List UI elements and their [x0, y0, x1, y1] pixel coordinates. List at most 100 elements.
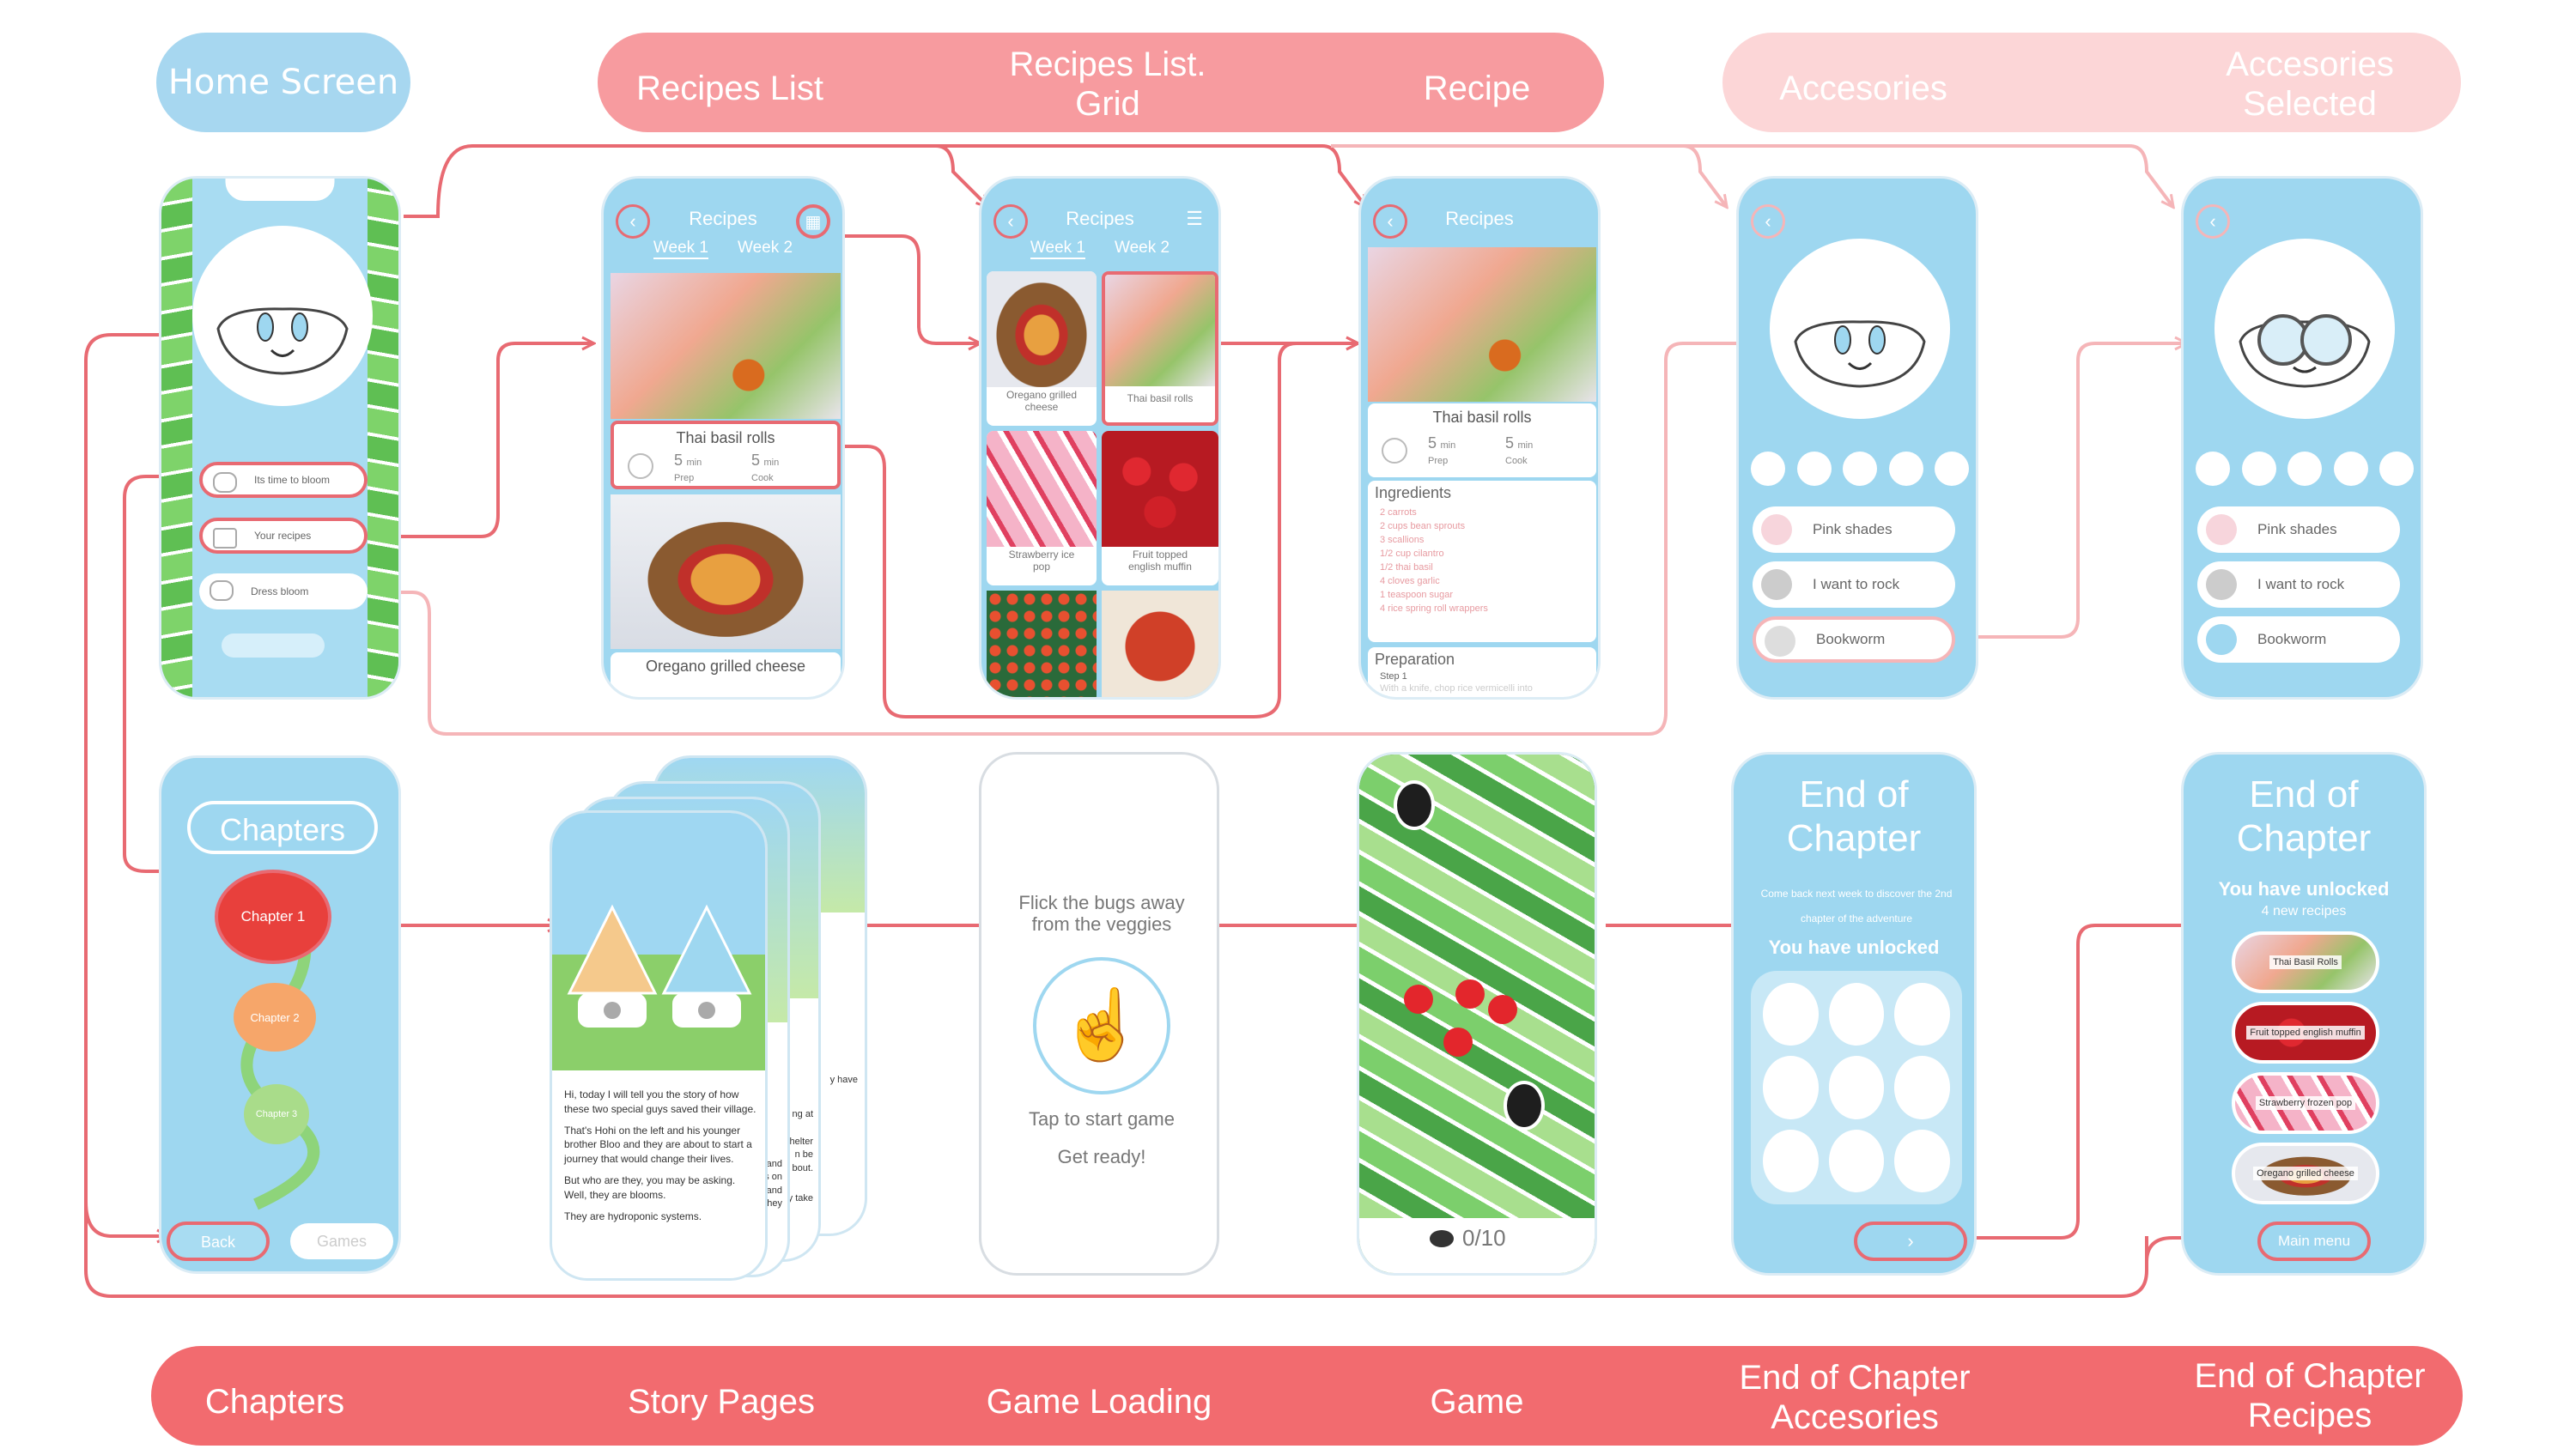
food-photo: [987, 271, 1097, 387]
back-button[interactable]: ‹: [1751, 204, 1785, 239]
step-label: Step 1: [1380, 671, 1407, 682]
food-photo-sandwich: [611, 494, 841, 649]
list-toggle-icon[interactable]: ☰: [1186, 208, 1203, 229]
rock-option[interactable]: I want to rock: [1753, 561, 1955, 608]
recipes-header: [598, 33, 1604, 132]
chapter-3-button[interactable]: Chapter 3: [244, 1084, 309, 1144]
tab-week1[interactable]: Week 1: [1030, 239, 1085, 259]
timer-icon: [1382, 438, 1407, 464]
pink-shades-option[interactable]: Pink shades: [1753, 506, 1955, 553]
option-label: Bookworm: [2257, 631, 2327, 647]
option-label: Bookworm: [1816, 631, 1886, 647]
recipes-title: Recipes: [1445, 208, 1514, 229]
glasses-icon[interactable]: [1751, 452, 1785, 486]
tab-week1[interactable]: Week 1: [653, 239, 708, 259]
recipe-name-2: Oregano grilled cheese: [645, 658, 806, 675]
bug-icon[interactable]: [1504, 1081, 1545, 1131]
vine-left: [161, 179, 192, 697]
bug-icon[interactable]: [1394, 780, 1435, 830]
cloud: [222, 634, 325, 658]
tomato-icon: [1404, 985, 1433, 1014]
games-button[interactable]: Games: [290, 1223, 393, 1259]
food-photo-salad: [1102, 591, 1218, 697]
story-fragment: y have: [829, 1075, 858, 1085]
unlocked-recipe-2[interactable]: Fruit topped english muffin: [2232, 1002, 2379, 1064]
story-paragraph: Hi, today I will tell you the story of h…: [564, 1088, 756, 1115]
chapters-phone: Chapters Chapter 1 Chapter 2 Chapter 3 B…: [159, 755, 401, 1274]
bloom-face-icon: [216, 307, 349, 375]
glasses-icon[interactable]: [2196, 452, 2230, 486]
footer-eoc-acc: End of Chapter Accesories: [1739, 1359, 1971, 1436]
cell-label: Strawberry ice pop: [1008, 549, 1075, 573]
rock-option[interactable]: I want to rock: [2197, 561, 2400, 608]
main-menu-button[interactable]: Main menu: [2257, 1222, 2371, 1261]
cook-unit: min: [1517, 440, 1534, 451]
ingredient: 1 teaspoon sugar: [1380, 589, 1454, 600]
preparation-card: Preparation Step 1 With a knife, chop ri…: [1368, 647, 1596, 697]
prep-unit: min: [1440, 440, 1456, 451]
cell-label: Oregano grilled cheese: [1005, 389, 1078, 413]
back-button[interactable]: ‹: [2196, 204, 2230, 239]
recipes-grid-label: Recipes List. Grid: [1009, 45, 1206, 123]
bow-icon[interactable]: [1888, 452, 1923, 486]
bow-icon[interactable]: [2333, 452, 2368, 486]
hat-icon[interactable]: [2241, 452, 2276, 486]
food-photo: [1105, 275, 1215, 386]
blooms-illustration-icon: [567, 904, 752, 1028]
recipes-grid-phone: ‹ Recipes ☰ Week 1 Week 2 Oregano grille…: [979, 176, 1221, 700]
unlocked-recipe-3[interactable]: Strawberry frozen pop: [2232, 1072, 2379, 1134]
grid-cell-cheese[interactable]: Oregano grilled cheese: [987, 271, 1097, 426]
grid-toggle-icon[interactable]: ▦: [796, 204, 830, 239]
option-label: I want to rock: [1813, 576, 1900, 592]
ingredient-list: 2 carrots 2 cups bean sprouts 3 scallion…: [1380, 506, 1488, 616]
notch: [225, 179, 335, 201]
back-button[interactable]: ‹: [616, 204, 650, 239]
tab-week2[interactable]: Week 2: [1115, 239, 1170, 257]
accessories-selected-label: Accesories Selected: [2226, 45, 2394, 123]
hat-icon[interactable]: [1796, 452, 1832, 486]
pink-shades-option[interactable]: Pink shades: [2197, 506, 2400, 553]
recipe-name: Thai basil rolls: [1432, 409, 1532, 426]
bookworm-option[interactable]: Bookworm: [1753, 616, 1955, 663]
cell-label: Fruit topped english muffin: [1128, 549, 1192, 573]
grid-cell-thai[interactable]: Thai basil rolls: [1102, 271, 1218, 426]
eoc-recipes-phone: End of Chapter You have unlocked 4 new r…: [2181, 752, 2427, 1276]
unlocked-recipe-1[interactable]: Thai Basil Rolls: [2232, 931, 2379, 993]
score-text: 0/10: [1462, 1225, 1506, 1251]
next-button[interactable]: ›: [1854, 1222, 1967, 1261]
back-button[interactable]: Back: [167, 1222, 270, 1261]
get-ready: Get ready!: [1057, 1146, 1146, 1167]
grid-cell-muffin[interactable]: Fruit topped english muffin: [1102, 431, 1218, 585]
mustache-icon[interactable]: [2287, 452, 2322, 486]
pink-shades-icon: [2206, 514, 2237, 545]
dress-bloom-button[interactable]: Dress bloom: [199, 573, 368, 609]
unlocked-recipe-4[interactable]: Oregano grilled cheese: [2232, 1143, 2379, 1204]
tomato-icon: [1443, 1028, 1473, 1057]
recipe-name: Fruit topped english muffin: [2246, 1026, 2365, 1040]
prep-num: 5: [674, 452, 683, 469]
recipe-card-cheese[interactable]: Oregano grilled cheese: [611, 652, 841, 697]
chapter-1-button[interactable]: Chapter 1: [215, 870, 331, 964]
back-button[interactable]: ‹: [1373, 204, 1407, 239]
story-fragment: y take: [787, 1193, 813, 1203]
tab-week2[interactable]: Week 2: [738, 239, 793, 257]
mustache-icon[interactable]: [1843, 452, 1877, 486]
flower-icon[interactable]: [1935, 452, 1969, 486]
grid-cell-icepop[interactable]: Strawberry ice pop: [987, 431, 1097, 585]
tap-to-start[interactable]: Tap to start game: [1029, 1108, 1175, 1130]
tap-hand-icon: ☝: [1033, 957, 1170, 1094]
bug-counter-icon: [1430, 1230, 1454, 1247]
your-recipes-button[interactable]: Your recipes: [199, 518, 368, 554]
bookworm-option-selected[interactable]: Bookworm: [2197, 616, 2400, 663]
story-paragraph: They are hydroponic systems.: [564, 1210, 702, 1222]
chapter-2-button[interactable]: Chapter 2: [234, 983, 316, 1052]
flower-icon[interactable]: [2379, 452, 2414, 486]
recipe-name: Thai basil rolls: [676, 429, 775, 446]
step-text: With a knife, chop rice vermicelli into: [1380, 683, 1533, 694]
back-button[interactable]: ‹: [993, 204, 1028, 239]
bloom-button[interactable]: Its time to bloom: [199, 462, 368, 498]
